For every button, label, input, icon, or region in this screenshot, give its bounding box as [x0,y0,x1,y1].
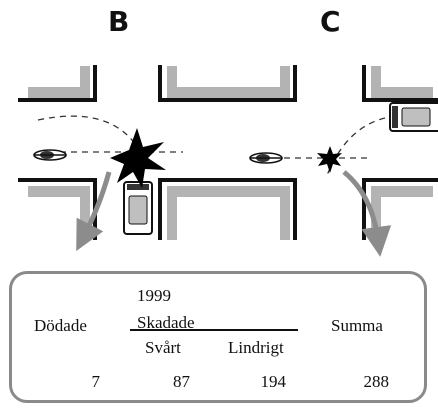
panel-c-turn-path [325,117,386,179]
panel-b-intersection [18,65,230,252]
car-icon [123,181,153,235]
panel-c-road-edges [228,65,438,240]
header-dodade: Dödade [34,316,87,335]
cyclist-icon [33,149,67,161]
stats-year: 1999 [137,286,171,305]
panel-c-intersection [228,65,438,257]
collision-star-icon [317,146,342,173]
statistics-box [9,271,427,403]
header-skadade: Skadade [137,313,195,332]
skadade-underline [130,329,298,331]
value-lindrigt: 194 [260,372,287,391]
cyclist-icon [249,152,283,164]
header-summa: Summa [331,316,383,335]
car-icon [389,102,438,132]
panel-c-sidewalks [228,66,433,240]
panel-label-b: B [108,5,130,38]
header-svart: Svårt [145,338,181,357]
panel-c-direction-arrow [342,170,392,257]
panel-label-c: C [320,5,341,38]
value-summa: 288 [363,372,390,391]
panel-b-direction-arrow [76,171,112,252]
value-svart: 87 [173,372,190,391]
collision-star-icon [110,128,166,188]
panel-b-sidewalks [28,66,229,240]
panel-b-turn-path [37,115,139,149]
value-dodade: 7 [91,372,101,391]
header-lindrigt: Lindrigt [228,338,284,357]
